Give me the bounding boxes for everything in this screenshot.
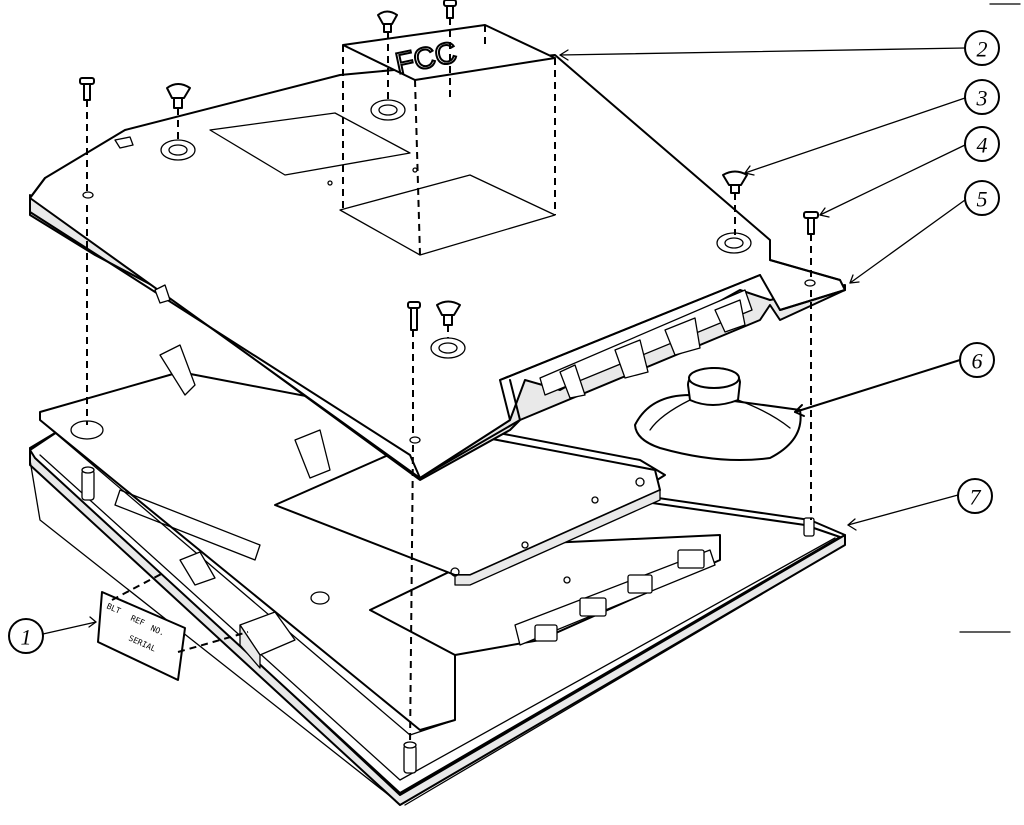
assembly-dashed-lines bbox=[86, 18, 812, 746]
callout-3-number: 3 bbox=[976, 86, 988, 111]
callout-2-number: 2 bbox=[977, 37, 988, 62]
callout-7: 7 bbox=[957, 478, 993, 514]
connector-row bbox=[534, 549, 705, 642]
callout-4-number: 4 bbox=[977, 133, 988, 158]
screws-part-4 bbox=[79, 0, 819, 331]
shield-plate bbox=[274, 429, 661, 586]
callout-1-number: 1 bbox=[21, 625, 32, 650]
rubber-feet-part-3 bbox=[166, 10, 748, 326]
callout-7-number: 7 bbox=[970, 485, 982, 510]
callout-1: 1 bbox=[8, 618, 44, 654]
callout-6: 6 bbox=[959, 342, 995, 378]
suction-foot-part-6 bbox=[634, 367, 802, 462]
callout-5-number: 5 bbox=[977, 187, 988, 212]
callout-4: 4 bbox=[964, 126, 1000, 162]
callout-leaders bbox=[42, 3, 1021, 635]
callout-5: 5 bbox=[964, 180, 1000, 216]
callout-6-number: 6 bbox=[972, 349, 983, 374]
sub-board-with-connectors bbox=[369, 534, 721, 656]
cover-screw-holes bbox=[82, 167, 816, 444]
callout-3: 3 bbox=[964, 79, 1000, 115]
serial-label-part-1: BLT REF NO. SERIAL bbox=[97, 571, 249, 681]
callout-2: 2 bbox=[964, 30, 1000, 66]
